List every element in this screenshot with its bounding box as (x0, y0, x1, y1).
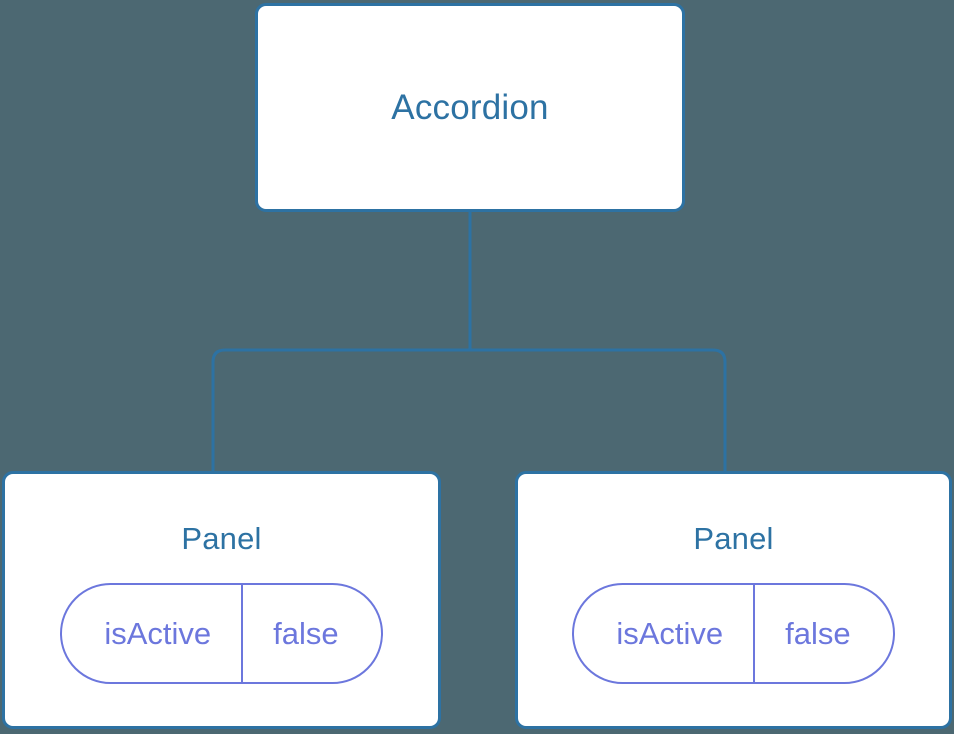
node-panel-1-state-pill[interactable]: isActive false (572, 583, 895, 684)
node-panel-0[interactable]: Panel isActive false (2, 471, 441, 729)
node-panel-0-state-key: isActive (104, 615, 212, 651)
node-accordion[interactable]: Accordion (255, 3, 685, 212)
node-panel-0-state-value: false (241, 585, 380, 682)
node-panel-1[interactable]: Panel isActive false (515, 471, 952, 729)
node-panel-1-state-key: isActive (616, 615, 724, 651)
node-panel-1-title: Panel (693, 521, 774, 556)
node-panel-1-state-value: false (753, 585, 892, 682)
node-panel-0-state-pill[interactable]: isActive false (60, 583, 383, 684)
node-accordion-title: Accordion (391, 88, 549, 127)
connector-bracket (211, 348, 727, 471)
node-panel-0-title: Panel (181, 521, 262, 556)
